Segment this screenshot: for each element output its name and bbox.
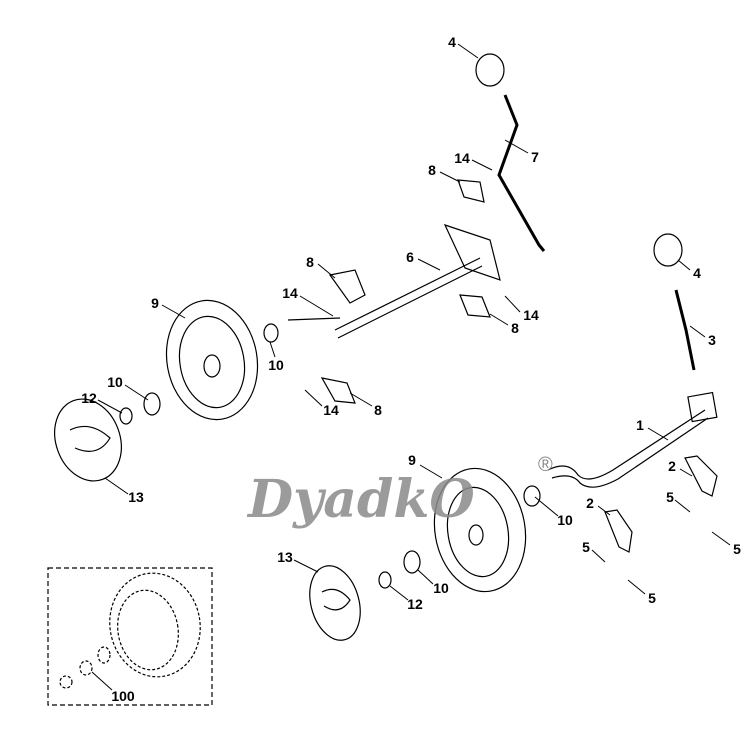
callout-5: 5	[648, 590, 656, 606]
callout-4: 4	[448, 34, 456, 50]
bearing-10-mid	[263, 323, 279, 343]
callout-8: 8	[511, 320, 519, 336]
hubcap-13-upper	[54, 398, 122, 482]
callout-10: 10	[433, 580, 449, 596]
nut-12-lower	[378, 571, 392, 589]
callout-10: 10	[268, 357, 284, 373]
callout-1: 1	[636, 417, 644, 433]
callout-5: 5	[582, 539, 590, 555]
leader-lines	[91, 43, 731, 691]
watermark: DyadkO	[248, 469, 475, 530]
bracket-8	[328, 269, 366, 304]
inset-wheel	[59, 572, 201, 689]
callout-10: 10	[107, 374, 123, 390]
hubcap-13-lower	[309, 565, 361, 641]
plate	[443, 223, 501, 281]
callout-13: 13	[128, 489, 144, 505]
axle-1	[547, 409, 709, 488]
callout-2: 2	[668, 458, 676, 474]
callout-12: 12	[407, 596, 423, 612]
callout-14: 14	[282, 285, 298, 301]
callout-100: 100	[111, 688, 135, 704]
callout-5: 5	[666, 489, 674, 505]
wheel-9-lower	[433, 467, 527, 593]
upper-wheel-assembly	[54, 53, 546, 482]
callout-8: 8	[428, 162, 436, 178]
bracket-2	[684, 455, 718, 497]
axle-6	[334, 257, 483, 339]
knob-4-lower	[653, 233, 683, 267]
nut-12-upper	[119, 407, 133, 425]
inset-frame	[47, 567, 213, 706]
callout-14: 14	[323, 402, 339, 418]
callout-7: 7	[531, 149, 539, 165]
lower-wheel-assembly	[309, 233, 718, 641]
callout-10: 10	[557, 512, 573, 528]
bearing-10-lower	[403, 550, 421, 574]
bearing-10-upper	[143, 392, 161, 416]
callout-2: 2	[586, 495, 594, 511]
callout-14: 14	[454, 150, 470, 166]
callout-9: 9	[408, 452, 416, 468]
lever-3	[674, 289, 696, 371]
callout-3: 3	[708, 332, 716, 348]
knob-4-upper	[475, 53, 505, 87]
callout-6: 6	[406, 249, 414, 265]
callout-12: 12	[81, 390, 97, 406]
callout-5: 5	[733, 541, 741, 557]
registered-mark: ®	[538, 454, 553, 476]
callout-8: 8	[306, 254, 314, 270]
callout-14: 14	[523, 307, 539, 323]
wheel-9-upper	[165, 299, 259, 421]
callout-8: 8	[374, 402, 382, 418]
bearing-10-right	[523, 485, 541, 507]
lever-7	[497, 94, 546, 252]
callout-13: 13	[277, 549, 293, 565]
callout-9: 9	[151, 295, 159, 311]
callout-4: 4	[693, 265, 701, 281]
